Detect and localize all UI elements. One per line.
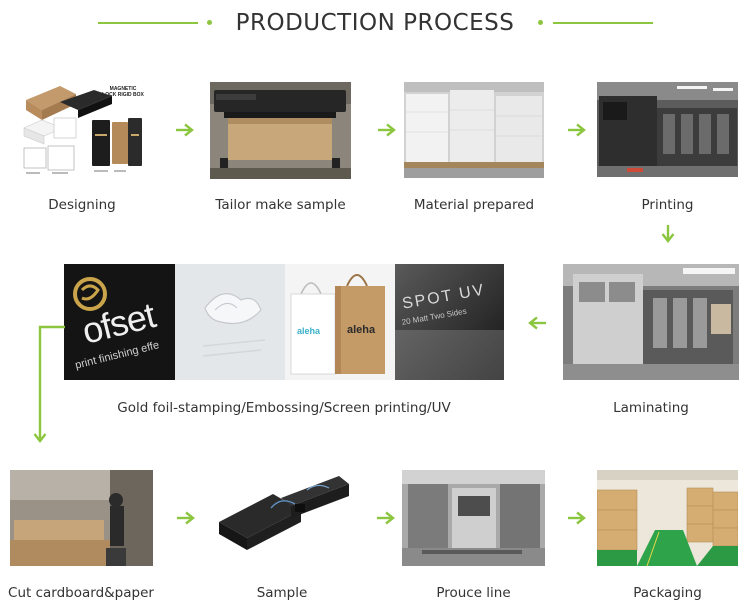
caption-printing: Printing	[641, 197, 694, 213]
screen-printing-panel: aleha aleha	[285, 264, 395, 380]
arrow-right-icon	[376, 511, 398, 525]
caption-material: Material prepared	[413, 197, 535, 213]
arrow-left-icon	[525, 316, 547, 330]
page-title: PRODUCTION PROCESS	[235, 10, 515, 36]
spot-uv-panel: SPOT UV 20 Matt Two Sides	[395, 264, 504, 380]
title-right-line	[553, 22, 653, 24]
caption-finishing: Gold foil-stamping/Embossing/Screen prin…	[117, 400, 451, 416]
arrow-connector-icon	[32, 323, 68, 449]
caption-cut-cardboard: Cut cardboard&paper	[8, 585, 154, 601]
box-title-label: MAGNETIC LOCK RIGID BOX	[102, 86, 144, 98]
bag-brand-white: aleha	[297, 326, 321, 336]
embossing-panel	[175, 264, 285, 380]
tailor-sample-photo	[210, 82, 351, 179]
bag-brand-kraft: aleha	[347, 324, 376, 336]
caption-production-line: Prouce line	[436, 585, 511, 601]
caption-sample: Sample	[256, 585, 308, 601]
laminating-photo	[563, 264, 739, 380]
arrow-right-icon	[377, 123, 399, 137]
caption-packaging: Packaging	[633, 585, 702, 601]
finishing-photo: ofset print finishing effe aleha aleha S…	[64, 264, 504, 380]
material-photo	[404, 82, 544, 178]
title-left-line	[98, 22, 198, 24]
packaging-photo	[597, 470, 738, 566]
arrow-right-icon	[567, 123, 589, 137]
gold-foil-panel: ofset print finishing effe	[64, 264, 175, 380]
arrow-down-icon	[661, 224, 675, 246]
designing-photo: MAGNETIC LOCK RIGID BOX	[20, 82, 144, 180]
title-left-dot	[207, 20, 212, 25]
sample-photo	[211, 470, 353, 566]
caption-designing: Designing	[48, 197, 116, 213]
caption-laminating: Laminating	[613, 400, 689, 416]
cut-cardboard-photo	[10, 470, 153, 566]
caption-tailor-sample: Tailor make sample	[215, 197, 346, 213]
production-line-photo	[402, 470, 545, 566]
title-right-dot	[538, 20, 543, 25]
arrow-right-icon	[567, 511, 589, 525]
arrow-right-icon	[175, 123, 197, 137]
title-bar: PRODUCTION PROCESS	[0, 8, 750, 38]
arrow-right-icon	[176, 511, 198, 525]
printing-photo	[597, 82, 738, 177]
